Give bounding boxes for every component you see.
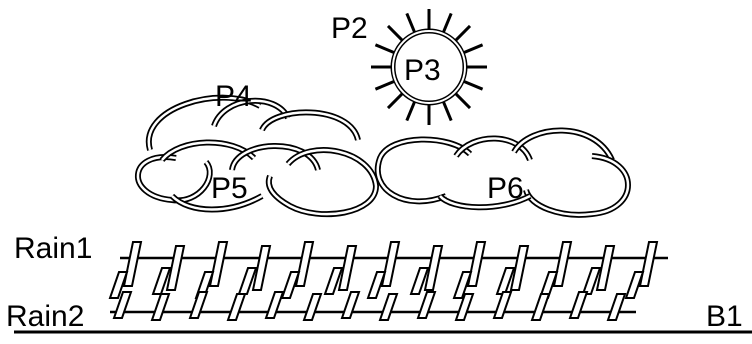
raindrop xyxy=(378,293,399,321)
sun-disc-inner xyxy=(392,30,466,104)
cloud-p6-arc-2-inner xyxy=(454,137,532,161)
label-rain1: Rain1 xyxy=(14,232,92,265)
raindrop xyxy=(264,291,285,319)
sun-ray xyxy=(374,80,395,91)
raindrop xyxy=(366,271,387,299)
raindrop xyxy=(108,271,129,299)
raindrop xyxy=(416,291,437,319)
sun-ray xyxy=(374,43,395,54)
raindrop xyxy=(165,245,186,291)
sun-ray xyxy=(386,24,404,42)
cloud-p5-arc-1-inner xyxy=(136,155,212,202)
raindrop xyxy=(492,291,513,319)
label-p4: P4 xyxy=(215,80,252,113)
cloud-p6-arc-1-inner xyxy=(376,138,471,203)
sun-ray xyxy=(386,92,404,110)
raindrop xyxy=(452,271,473,299)
raindrop xyxy=(466,241,487,287)
cloud-p5-arc-5-inner xyxy=(171,194,263,211)
sun-ray xyxy=(442,12,453,33)
label-p6: P6 xyxy=(487,172,524,205)
raindrop xyxy=(380,241,401,287)
label-rain2: Rain2 xyxy=(6,300,84,333)
raindrop xyxy=(122,241,143,287)
raindrop xyxy=(624,271,645,299)
clouds-group xyxy=(135,94,631,218)
raindrop xyxy=(552,241,573,287)
label-p5: P5 xyxy=(211,172,248,205)
sun-ray xyxy=(454,92,472,110)
sun-ray xyxy=(442,101,453,122)
cloud-p6-arc-5-inner xyxy=(439,194,531,209)
sun-ray xyxy=(405,101,416,122)
raindrop xyxy=(340,291,361,319)
raindrops-group xyxy=(108,241,659,321)
raindrop xyxy=(509,245,530,291)
cloud-p4-arc-3-inner xyxy=(260,111,360,141)
sun-ray xyxy=(463,43,484,54)
raindrop xyxy=(150,293,171,321)
sun-icon xyxy=(371,9,487,125)
raindrop xyxy=(208,241,229,287)
raindrop xyxy=(302,293,323,321)
raindrop xyxy=(237,267,258,295)
cloud-p6-arc-4-inner xyxy=(524,154,630,216)
raindrop xyxy=(568,291,589,319)
raindrop xyxy=(323,267,344,295)
label-p2: P2 xyxy=(331,12,368,45)
cloud-p6-arc-3-inner xyxy=(512,129,614,161)
sun-rays xyxy=(371,9,487,125)
raindrop xyxy=(606,293,627,321)
cloud-p6-arc-1 xyxy=(374,136,473,205)
label-b1: B1 xyxy=(706,300,743,333)
raindrop xyxy=(638,241,659,287)
raindrop xyxy=(251,245,272,291)
raindrop xyxy=(454,293,475,321)
raindrop xyxy=(530,293,551,321)
raindrop xyxy=(112,291,133,319)
raindrop xyxy=(294,241,315,287)
raindrop xyxy=(337,245,358,291)
raindrop xyxy=(280,271,301,299)
sun-ray xyxy=(454,24,472,42)
sun-ray xyxy=(463,80,484,91)
raindrop xyxy=(409,267,430,295)
raindrop xyxy=(595,245,616,291)
cloud-p4-arc-2-inner xyxy=(212,99,290,127)
raindrop xyxy=(581,267,602,295)
sun-ray xyxy=(405,12,416,33)
cloud-p5-arc-3-inner xyxy=(230,144,320,171)
label-p3: P3 xyxy=(404,54,441,87)
raindrop xyxy=(423,245,444,291)
raindrop xyxy=(226,293,247,321)
cloud-p5-arc-4-inner xyxy=(267,148,378,216)
raindrop xyxy=(188,291,209,319)
